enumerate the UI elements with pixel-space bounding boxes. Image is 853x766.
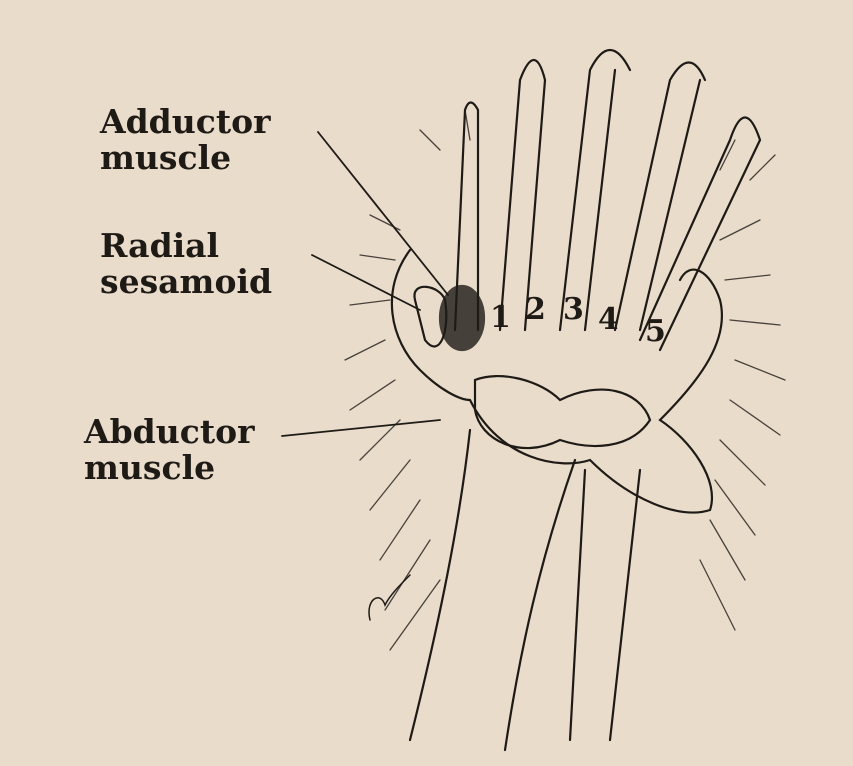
fur-strokes — [344, 109, 786, 651]
digit-label-1: 1 — [490, 300, 511, 335]
artist-signature — [368, 574, 411, 621]
leader-abductor — [281, 419, 441, 437]
digit-label-3: 3 — [563, 292, 584, 327]
palm-outline — [390, 248, 723, 514]
label-line: Abductor — [84, 412, 255, 451]
digit-label-5: 5 — [645, 314, 666, 349]
label-line: muscle — [100, 138, 232, 177]
leader-adductor — [317, 131, 449, 296]
digit-bones — [453, 49, 762, 352]
abductor-muscle-label: Abductor muscle — [84, 414, 254, 486]
adductor-muscle-label: Adductor muscle — [100, 104, 270, 176]
label-line: Radial — [100, 226, 220, 265]
label-line: Adductor — [100, 102, 271, 141]
digit-label-2: 2 — [525, 292, 546, 327]
label-line: muscle — [84, 448, 216, 487]
leader-radial — [311, 254, 421, 311]
digit-label-4: 4 — [598, 302, 619, 337]
adductor-muscle — [438, 284, 486, 352]
radial-sesamoid-label: Radial sesamoid — [100, 228, 272, 300]
label-line: sesamoid — [100, 262, 273, 301]
forearm-lines — [408, 428, 642, 752]
